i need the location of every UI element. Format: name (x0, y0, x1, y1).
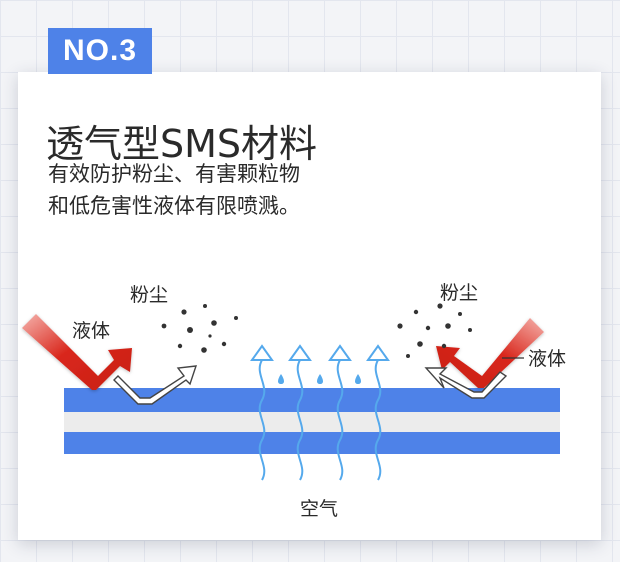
dust-particle (441, 343, 447, 349)
air-flow-line (250, 344, 274, 481)
dust-particle (468, 328, 472, 332)
left-liquid-arrow (22, 314, 132, 390)
dust-particle (397, 323, 403, 329)
description-line-2: 和低危害性液体有限喷溅。 (48, 194, 300, 218)
left-dust-label: 粉尘 (130, 284, 169, 306)
dust-particle (203, 304, 207, 308)
air-flow-line (328, 344, 352, 481)
air-flow (250, 344, 390, 481)
description: 有效防护粉尘、有害颗粒物 和低危害性液体有限喷溅。 (48, 158, 568, 222)
dust-particle (406, 354, 410, 358)
water-droplet (355, 374, 361, 384)
dust-particle (413, 309, 419, 315)
bottom-blue-layer (64, 432, 560, 454)
dust-particle (161, 323, 167, 329)
dust-particle (417, 341, 423, 347)
dust-particle (201, 347, 207, 353)
dust-particle (208, 334, 212, 338)
left-deflect-arrow (113, 365, 198, 405)
water-droplet (317, 374, 323, 384)
right-dust-label: 粉尘 (440, 282, 479, 304)
dust-particle (437, 303, 443, 309)
dust-particle (425, 325, 431, 331)
dust-particle (177, 343, 183, 349)
section-number-badge: NO.3 (48, 28, 152, 74)
left-dust-particles (161, 304, 238, 353)
dust-particle (458, 312, 462, 316)
water-droplets (278, 374, 361, 384)
left-liquid-label: 液体 (72, 320, 111, 342)
water-droplet (278, 374, 284, 384)
dust-particle (187, 327, 193, 333)
air-flow-line (288, 344, 312, 481)
right-deflect-arrow (424, 367, 508, 399)
air-label: 空气 (300, 498, 339, 520)
dust-particle (234, 316, 238, 320)
right-dust-particles (397, 303, 472, 358)
badge-text: NO.3 (62, 34, 138, 67)
dust-particle (181, 309, 187, 315)
right-liquid-label: 液体 (528, 348, 567, 370)
dust-particle (221, 341, 227, 347)
air-flow-line (366, 344, 390, 481)
description-line-1: 有效防护粉尘、有害颗粒物 (48, 162, 300, 186)
dust-particle (445, 323, 451, 329)
content-card (18, 72, 601, 540)
page-title: 透气型SMS材料 (46, 122, 318, 167)
dust-particle (211, 320, 217, 326)
middle-layer (64, 412, 560, 432)
right-liquid-arrow (436, 318, 544, 388)
